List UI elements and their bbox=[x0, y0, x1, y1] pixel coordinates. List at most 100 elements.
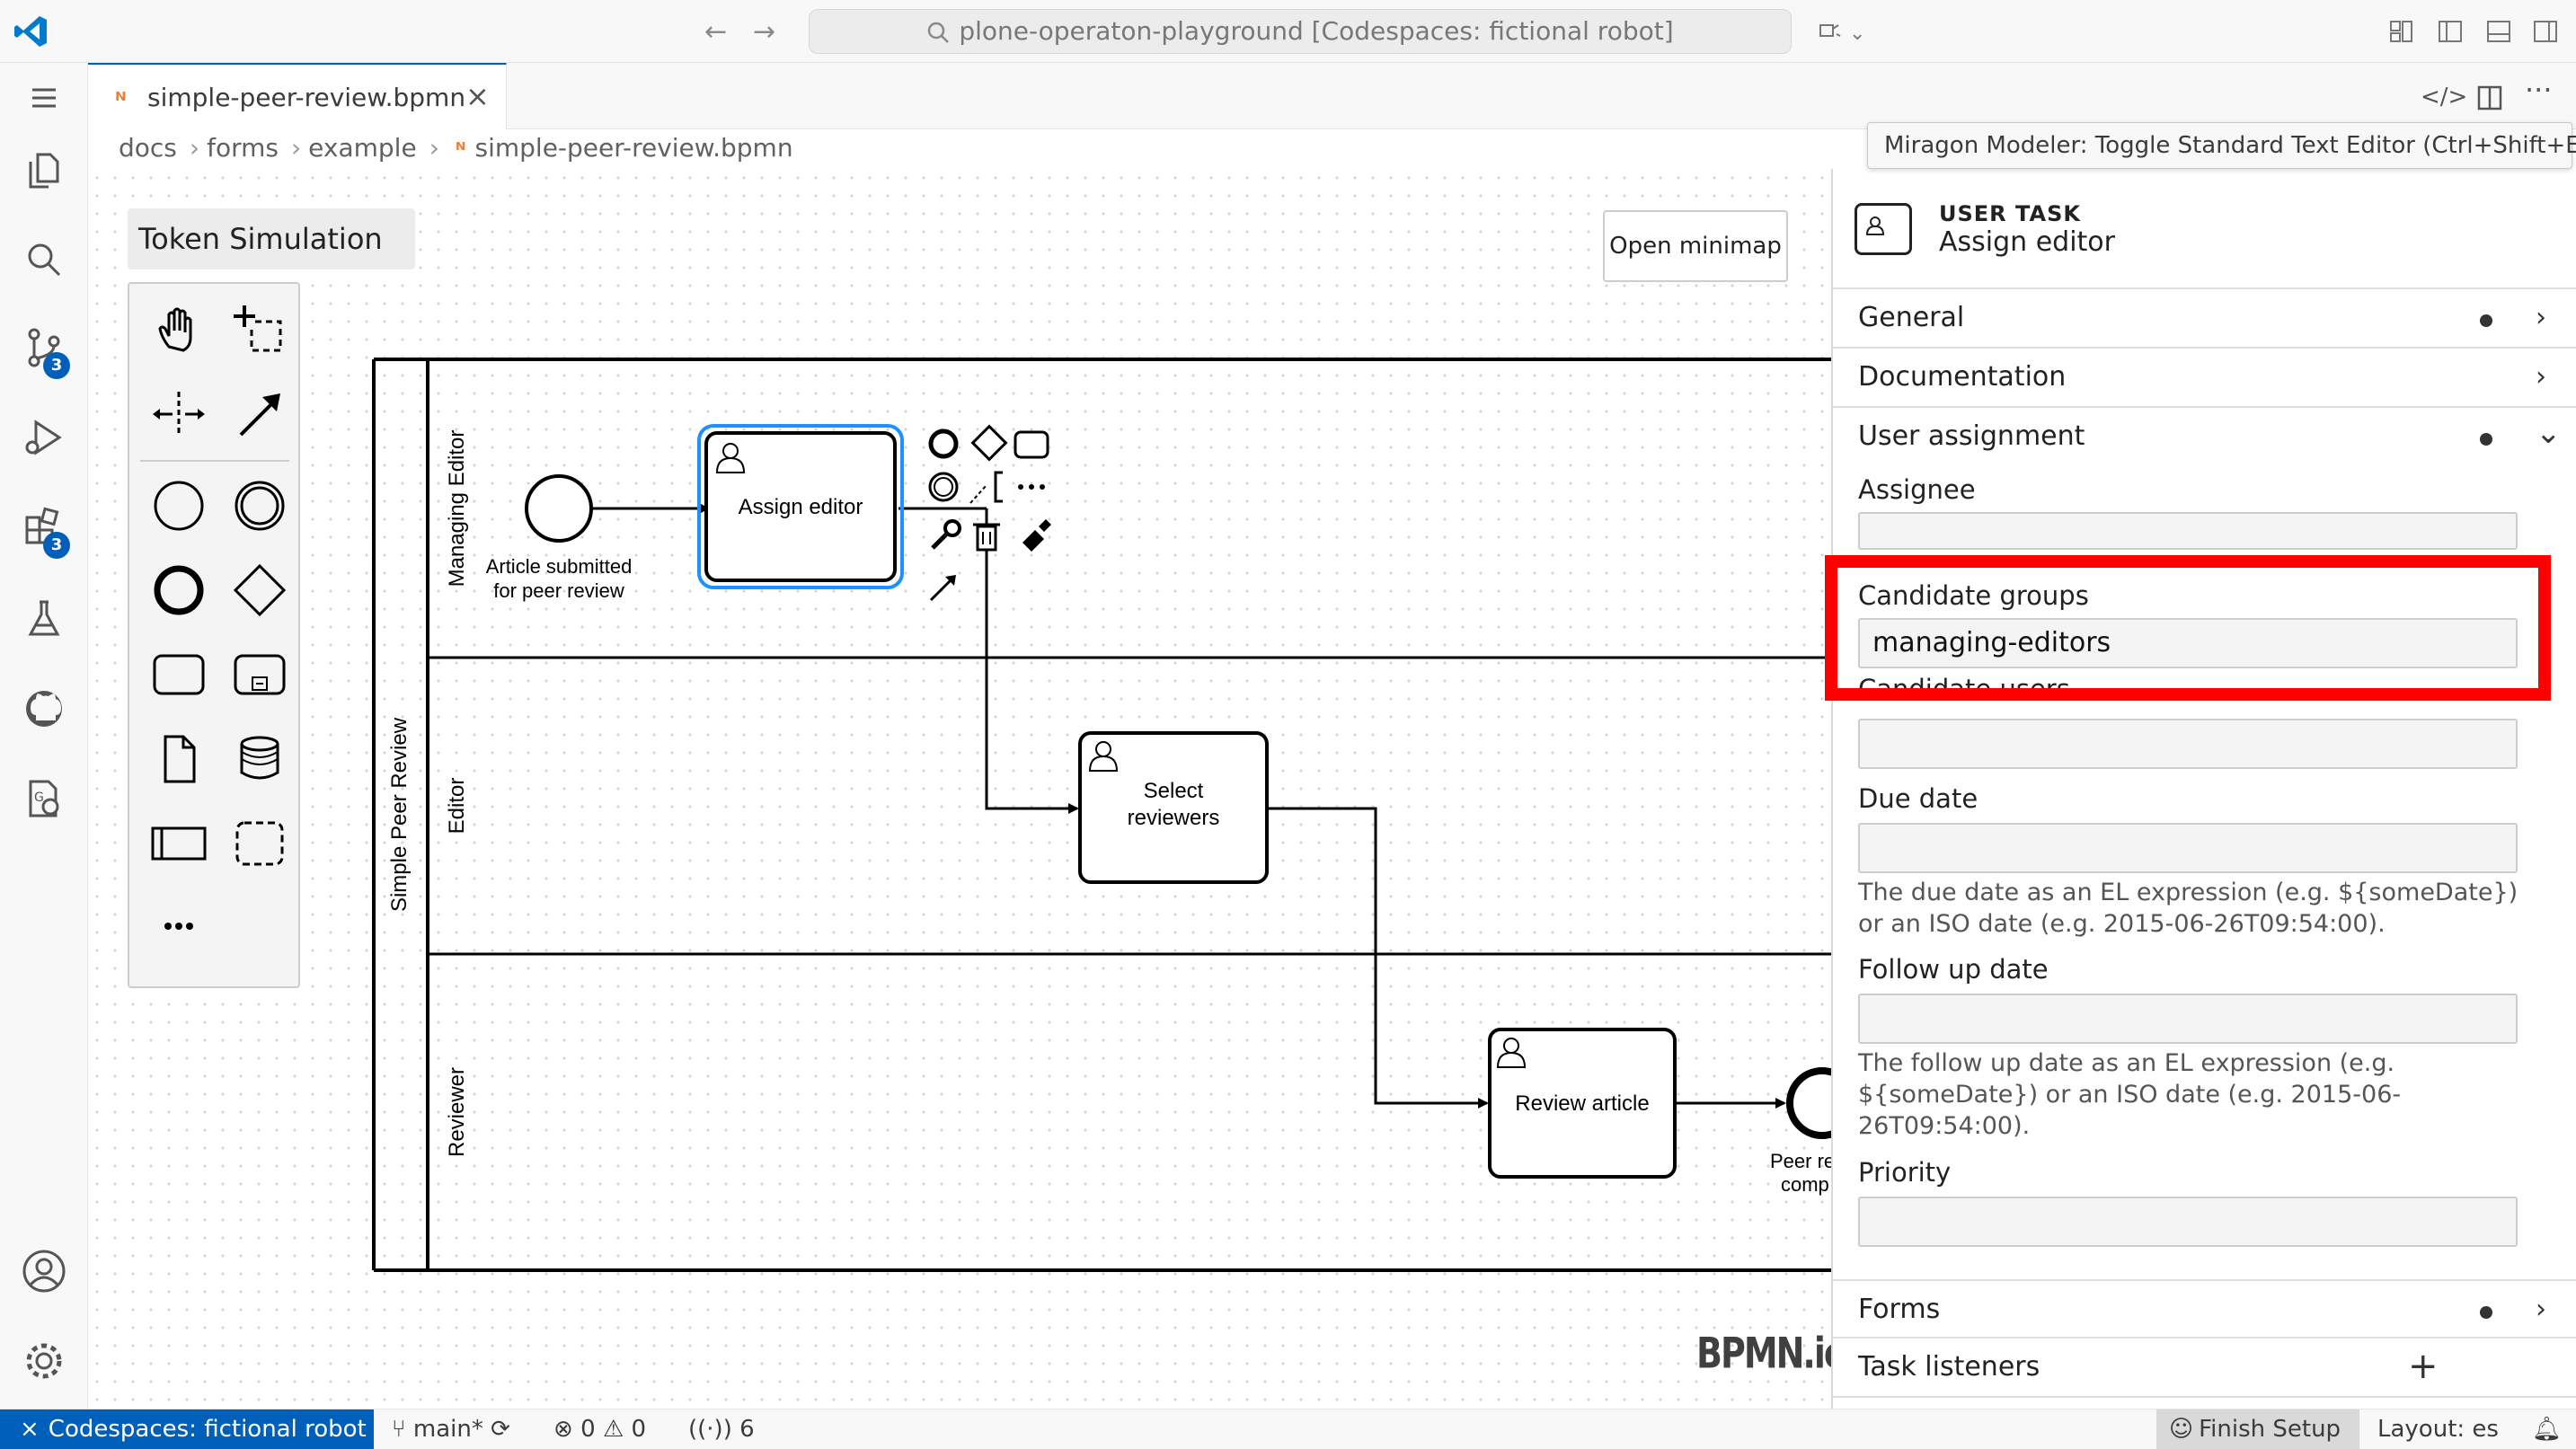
task-assign-editor[interactable] bbox=[704, 431, 897, 582]
task-label: Review article bbox=[1515, 1091, 1649, 1116]
due-date-input[interactable] bbox=[1858, 823, 2518, 873]
group-general[interactable]: General › bbox=[1833, 289, 2576, 349]
split-editor-icon[interactable] bbox=[2476, 84, 2503, 111]
end-event-tool-icon[interactable] bbox=[147, 559, 210, 622]
end-event[interactable] bbox=[1786, 1067, 1831, 1139]
extensions-icon[interactable] bbox=[20, 503, 68, 552]
breadcrumb-item[interactable]: forms bbox=[207, 133, 279, 163]
group-forms[interactable]: Forms › bbox=[1833, 1279, 2576, 1339]
notifications-bell-icon[interactable]: 🔔︎ bbox=[2532, 1416, 2563, 1443]
breadcrumb-item[interactable]: docs bbox=[119, 133, 177, 163]
bpmn-canvas[interactable]: Simple Peer Review Managing Editor Edito… bbox=[88, 169, 1847, 1409]
breadcrumb-item[interactable]: simple-peer-review.bpmn bbox=[474, 133, 793, 163]
command-center-search[interactable]: plone-operaton-playground [Codespaces: f… bbox=[809, 9, 1792, 54]
command-center-text: plone-operaton-playground [Codespaces: f… bbox=[959, 16, 1674, 46]
start-event[interactable] bbox=[525, 474, 593, 543]
follow-up-date-input[interactable] bbox=[1858, 994, 2518, 1044]
breadcrumb-item[interactable]: example bbox=[308, 133, 417, 163]
bpmn-io-watermark[interactable]: BPMN.io bbox=[1696, 1328, 1847, 1378]
sequence-flow[interactable] bbox=[985, 508, 1079, 814]
sequence-flow[interactable] bbox=[1267, 807, 1489, 1109]
forward-arrow-icon[interactable]: → bbox=[753, 16, 776, 48]
candidate-groups-input[interactable]: managing-editors bbox=[1858, 618, 2518, 668]
back-arrow-icon[interactable]: ← bbox=[704, 16, 728, 48]
account-icon[interactable] bbox=[20, 1247, 68, 1295]
task-select-reviewers[interactable] bbox=[1078, 731, 1269, 884]
bpmn-modeler-icon[interactable]: G bbox=[20, 774, 68, 823]
connect-arrow-icon[interactable] bbox=[929, 575, 956, 602]
lasso-tool-icon[interactable] bbox=[228, 300, 291, 363]
start-event-tool-icon[interactable] bbox=[147, 474, 210, 537]
group-documentation[interactable]: Documentation › bbox=[1833, 349, 2576, 408]
error-icon: ⊗ bbox=[553, 1416, 573, 1443]
tab-simple-peer-review[interactable]: ᴺ simple-peer-review.bpmn × bbox=[88, 63, 507, 129]
bpmn-diagram: Simple Peer Review Managing Editor Edito… bbox=[372, 358, 1831, 1272]
global-connect-tool-icon[interactable] bbox=[228, 383, 291, 446]
warning-count: 0 bbox=[631, 1416, 646, 1443]
delete-trash-icon[interactable] bbox=[973, 523, 1000, 552]
customize-layout-icon[interactable] bbox=[2388, 18, 2415, 45]
github-icon[interactable] bbox=[20, 685, 68, 733]
hand-tool-icon[interactable] bbox=[147, 300, 210, 363]
more-options-icon[interactable] bbox=[1018, 484, 1045, 490]
ports-indicator[interactable]: ((·)) 6 bbox=[688, 1409, 755, 1449]
append-task-icon[interactable] bbox=[1014, 430, 1049, 459]
open-minimap-button[interactable]: Open minimap bbox=[1603, 210, 1788, 282]
subprocess-tool-icon[interactable] bbox=[228, 643, 291, 706]
element-name: Assign editor bbox=[1939, 226, 2115, 258]
chevron-right-icon: › bbox=[2536, 361, 2546, 393]
group-label: Forms bbox=[1858, 1294, 1941, 1325]
group-task-listeners[interactable]: Task listeners + bbox=[1833, 1339, 2576, 1398]
more-actions-icon[interactable]: ··· bbox=[2525, 73, 2553, 107]
append-intermediate-event-icon[interactable] bbox=[928, 472, 959, 502]
group-tool-icon[interactable] bbox=[228, 812, 291, 875]
search-icon[interactable] bbox=[20, 235, 68, 284]
user-task-icon bbox=[1496, 1038, 1527, 1068]
more-tools-icon[interactable] bbox=[147, 895, 210, 958]
svg-text:G: G bbox=[34, 791, 44, 805]
color-brush-icon[interactable] bbox=[1022, 519, 1051, 552]
data-object-tool-icon[interactable] bbox=[147, 728, 210, 791]
finish-setup-button[interactable]: ☺Finish Setup bbox=[2156, 1409, 2359, 1449]
close-icon[interactable]: × bbox=[465, 79, 490, 113]
has-data-indicator bbox=[2480, 1306, 2492, 1319]
source-control-badge: 3 bbox=[43, 352, 70, 379]
append-text-annotation-icon[interactable] bbox=[969, 471, 1003, 504]
assignee-input[interactable] bbox=[1858, 512, 2518, 550]
toggle-secondary-sidebar-icon[interactable] bbox=[2532, 18, 2559, 45]
candidate-users-input[interactable] bbox=[1858, 719, 2518, 769]
menu-icon[interactable] bbox=[20, 74, 68, 122]
data-store-tool-icon[interactable] bbox=[228, 728, 291, 791]
participant-tool-icon[interactable] bbox=[147, 812, 210, 875]
explorer-icon[interactable] bbox=[20, 146, 68, 194]
vscode-logo-icon[interactable] bbox=[13, 13, 50, 50]
priority-input[interactable] bbox=[1858, 1197, 2518, 1247]
keyboard-layout-indicator[interactable]: Layout: es bbox=[2377, 1416, 2499, 1443]
append-end-event-icon[interactable] bbox=[928, 429, 959, 459]
problems-indicator[interactable]: ⊗ 0 ⚠ 0 bbox=[553, 1409, 646, 1449]
broadcast-icon: ((·)) bbox=[688, 1416, 732, 1443]
gateway-tool-icon[interactable] bbox=[228, 559, 291, 622]
token-simulation-toggle[interactable]: Token Simulation bbox=[128, 208, 415, 314]
add-icon[interactable]: + bbox=[2408, 1346, 2439, 1387]
tool-palette bbox=[128, 282, 300, 988]
remote-indicator[interactable]: ⨯Codespaces: fictional robot bbox=[0, 1409, 374, 1449]
run-debug-icon[interactable] bbox=[20, 413, 68, 462]
toggle-text-editor-icon[interactable]: </> bbox=[2421, 84, 2468, 110]
chevron-down-icon[interactable]: ⌄ bbox=[1849, 22, 1866, 45]
task-tool-icon[interactable] bbox=[147, 643, 210, 706]
task-review-article[interactable] bbox=[1488, 1028, 1677, 1179]
toggle-sidebar-icon[interactable] bbox=[2437, 18, 2464, 45]
append-gateway-icon[interactable] bbox=[970, 424, 1008, 462]
branch-indicator[interactable]: ⑂ main* ⟳ bbox=[392, 1409, 510, 1449]
pool[interactable] bbox=[372, 358, 1831, 1272]
wrench-icon[interactable] bbox=[931, 519, 961, 550]
testing-flask-icon[interactable] bbox=[20, 595, 68, 643]
group-user-assignment[interactable]: User assignment ⌄ bbox=[1833, 408, 2576, 467]
space-tool-icon[interactable] bbox=[147, 383, 210, 446]
due-date-description: The due date as an EL expression (e.g. $… bbox=[1858, 879, 2518, 938]
settings-gear-icon[interactable] bbox=[20, 1337, 68, 1385]
copilot-icon[interactable] bbox=[1817, 18, 1844, 45]
intermediate-event-tool-icon[interactable] bbox=[228, 474, 291, 537]
toggle-panel-icon[interactable] bbox=[2485, 18, 2512, 45]
